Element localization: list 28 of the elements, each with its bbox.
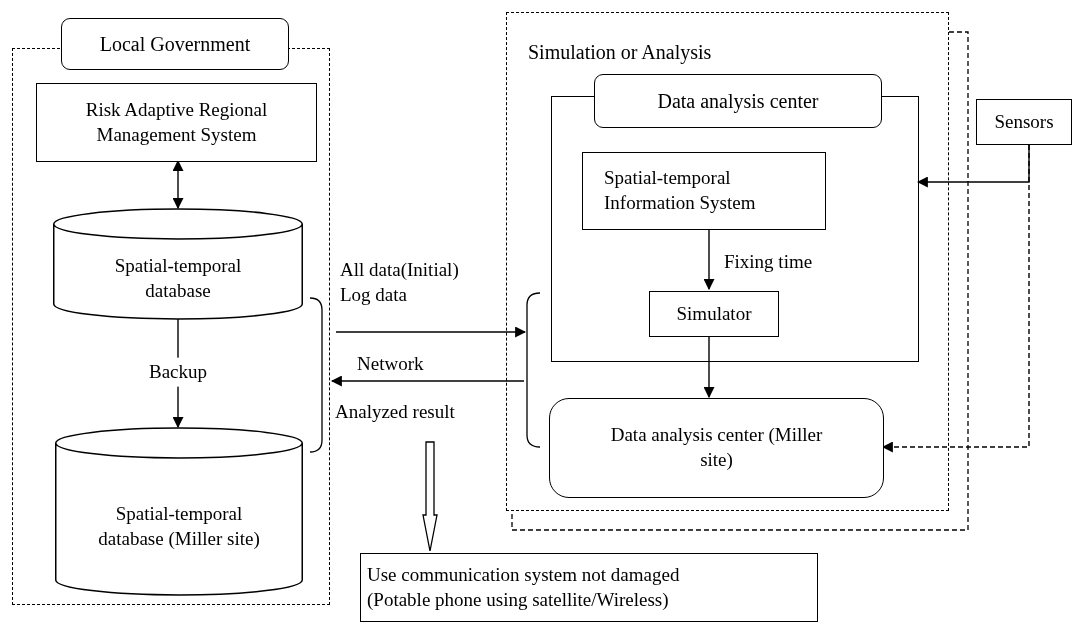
process-box [36, 83, 317, 162]
arrow [330, 375, 525, 387]
database-cylinder [53, 209, 303, 319]
box-label: Data analysis center (Miller site) [609, 423, 824, 472]
edge-label: All data(Initial) Log data [340, 258, 460, 307]
process-box [360, 553, 818, 622]
group-title: Data analysis center [594, 74, 882, 128]
edge-label: Fixing time [724, 250, 813, 274]
note-label: Analyzed result [335, 400, 455, 424]
hollow-arrow [422, 441, 438, 552]
rounded-box [549, 398, 884, 498]
box-label: Sensors [993, 109, 1055, 134]
process-box [582, 152, 826, 230]
box-label: Spatial-temporal database (Miller site) [97, 501, 261, 551]
box-label: Spatial-temporal Information System [603, 166, 757, 215]
box-label: Use communication system not damaged [366, 562, 681, 587]
process-box [976, 99, 1072, 145]
database-cylinder [55, 428, 303, 595]
group-title: Local Government [61, 18, 289, 70]
edge-label: Backup [149, 357, 207, 387]
arrow [335, 326, 527, 338]
box-label: (Potable phone using satellite/Wireless) [366, 587, 670, 612]
edge-label: Network [357, 352, 424, 376]
group-title: Simulation or Analysis [528, 40, 712, 65]
box-label: Simulator [675, 301, 753, 326]
box-label: Spatial-temporal database [113, 254, 243, 303]
process-box [649, 291, 779, 337]
box-label: Risk Adaptive Regional Management System [84, 97, 269, 147]
